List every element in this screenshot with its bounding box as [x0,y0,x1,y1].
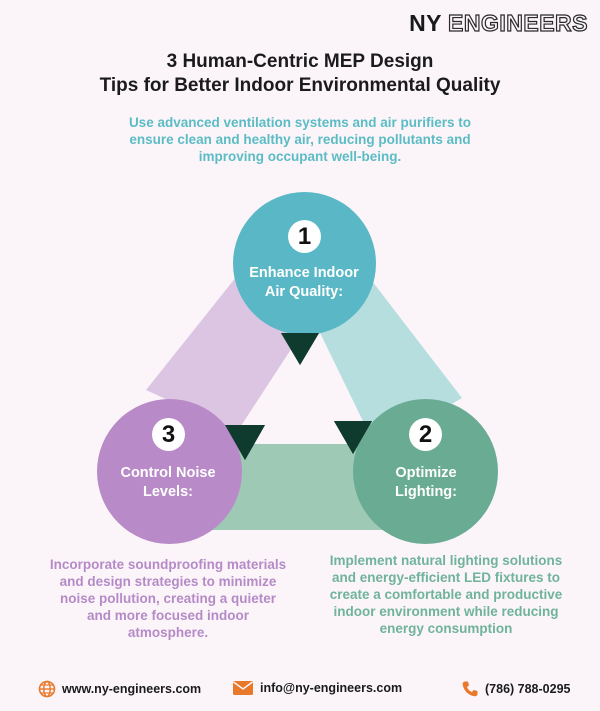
footer-phone[interactable]: (786) 788-0295 [461,680,570,698]
tip-1-label-line-1: Enhance Indoor [249,265,359,281]
tip-1-number: 1 [288,220,321,253]
tip-3-description: Incorporate soundproofing materials and … [49,557,287,640]
tip-3-label-line-1: Control Noise [120,465,216,481]
brand-ny: NY [409,10,443,36]
tip-2-label: Optimize Lighting: [356,464,496,502]
title-line-2: Tips for Better Indoor Environmental Qua… [99,75,501,96]
tip-1-description: Use advanced ventilation systems and air… [128,115,472,164]
tip-3-label: Control Noise Levels: [98,464,238,502]
tip-3-label-line-2: Levels: [143,484,193,500]
footer-website[interactable]: www.ny-engineers.com [38,680,201,698]
arrow-down-left-overlay [225,425,265,460]
brand-engineers: ENGINEERS [447,9,588,36]
tip-1-label-line-2: Air Quality: [264,284,344,300]
page-title: 3 Human-Centric MEP Design Tips for Bett… [0,50,600,98]
arrow-down-top-overlay [281,333,319,365]
footer-website-text: www.ny-engineers.com [62,682,202,696]
footer-phone-text: (786) 788-0295 [485,682,571,696]
tip-2-description: Implement natural lighting solutions and… [329,553,563,636]
phone-icon [462,681,478,697]
tip-2-label-line-2: Lighting: [394,484,457,500]
footer-email-text: info@ny-engineers.com [260,681,403,695]
tip-1-circle [233,192,376,335]
tip-2-number: 2 [409,418,442,451]
envelope-icon [233,681,253,695]
tip-3-number: 3 [152,418,185,451]
tip-2-label-line-1: Optimize [395,465,457,481]
title-line-1: 3 Human-Centric MEP Design [166,51,434,72]
arrow-down-right-overlay [334,421,372,454]
footer-email[interactable]: info@ny-engineers.com [232,680,402,696]
globe-icon [38,680,56,698]
tip-1-label: Enhance Indoor Air Quality: [234,264,374,302]
